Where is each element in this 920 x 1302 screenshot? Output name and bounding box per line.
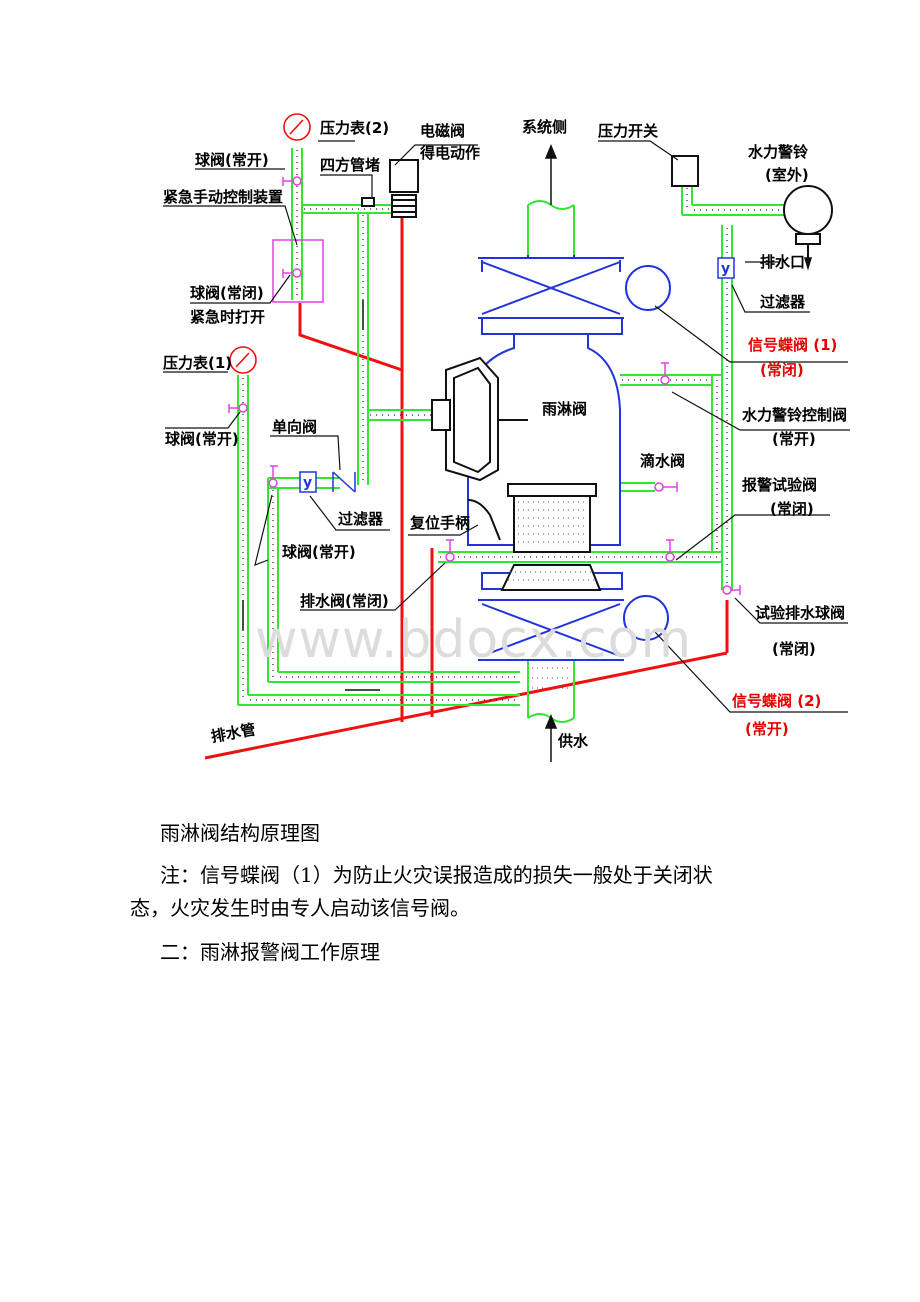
label-bell-control-valve: 水力警铃控制阀 bbox=[742, 406, 847, 424]
svg-text:y: y bbox=[721, 261, 730, 277]
pressure-switch-icon bbox=[671, 155, 699, 187]
label-reset-handle: 复位手柄 bbox=[409, 514, 470, 532]
solenoid-valve-icon bbox=[361, 159, 419, 218]
label-ball-valve-open-bottom: 球阀(常开) bbox=[282, 543, 356, 561]
label-filter-left: 过滤器 bbox=[338, 510, 384, 528]
label-solenoid-valve: 电磁阀 bbox=[420, 122, 465, 140]
label-system-side: 系统侧 bbox=[522, 118, 567, 136]
deluge-valve-diagram: y y bbox=[163, 113, 850, 762]
label-water-bell: 水力警铃 bbox=[748, 143, 809, 161]
flow-arrows bbox=[242, 144, 813, 762]
label-bell-control-state: (常开) bbox=[772, 430, 816, 448]
water-bell-icon bbox=[783, 185, 833, 262]
label-signal-valve-2-state: (常开) bbox=[745, 720, 789, 738]
label-drip-valve: 滴水阀 bbox=[640, 452, 685, 470]
label-filter-right: 过滤器 bbox=[760, 293, 806, 311]
label-ball-valve-open-left: 球阀(常开) bbox=[165, 430, 239, 448]
figure-caption: 雨淋阀结构原理图 bbox=[160, 821, 320, 845]
emergency-device-box bbox=[272, 239, 324, 303]
label-solenoid-action: 得电动作 bbox=[419, 144, 480, 162]
label-drain-pipe: 排水管 bbox=[210, 720, 257, 746]
label-emergency-open: 紧急时打开 bbox=[190, 308, 265, 326]
label-signal-valve-2: 信号蝶阀 (2) bbox=[732, 692, 821, 710]
label-drain-valve: 排水阀(常闭) bbox=[300, 592, 389, 610]
label-outdoor: (室外) bbox=[765, 166, 809, 184]
note-line-1: 注：信号蝶阀（1）为防止火灾误报造成的损失一般处于关闭状 bbox=[160, 863, 713, 887]
pipe-dots bbox=[242, 150, 783, 701]
green-pipe-network bbox=[237, 148, 785, 723]
label-ball-valve-open-top: 球阀(常开) bbox=[195, 151, 269, 169]
label-drain-outlet: 排水口 bbox=[760, 253, 805, 271]
label-water-supply: 供水 bbox=[557, 732, 589, 750]
label-ball-valve-closed: 球阀(常闭) bbox=[190, 284, 264, 302]
svg-text:y: y bbox=[303, 475, 312, 491]
label-test-drain-state: (常闭) bbox=[772, 640, 816, 658]
label-signal-valve-1: 信号蝶阀 (1) bbox=[748, 336, 837, 354]
leader-lines bbox=[163, 140, 850, 713]
section-heading: 二：雨淋报警阀工作原理 bbox=[160, 940, 380, 964]
label-emergency-device: 紧急手动控制装置 bbox=[163, 188, 283, 206]
label-alarm-test-valve: 报警试验阀 bbox=[742, 476, 817, 494]
diagram-labels: 系统侧 压力表(2) 电磁阀 得电动作 压力开关 水力警铃 (室外) 球阀(常开… bbox=[163, 118, 847, 750]
label-alarm-test-state: (常闭) bbox=[770, 500, 814, 518]
label-four-way-plug: 四方管堵 bbox=[320, 156, 380, 174]
valve-internals bbox=[431, 356, 602, 591]
watermark: www.bdocx.com bbox=[255, 610, 693, 670]
seat-dots bbox=[508, 501, 596, 689]
label-test-drain-valve: 试验排水球阀 bbox=[755, 604, 845, 622]
note-line-2: 态，火灾发生时由专人启动该信号阀。 bbox=[130, 896, 470, 920]
valve-markers bbox=[228, 176, 741, 595]
label-pressure-gauge-1: 压力表(1) bbox=[163, 354, 232, 372]
filter-icons: y y bbox=[299, 257, 735, 493]
pressure-gauges bbox=[229, 113, 311, 374]
label-deluge-valve: 雨淋阀 bbox=[542, 400, 587, 418]
label-pressure-gauge-2: 压力表(2) bbox=[320, 119, 389, 137]
label-pressure-switch: 压力开关 bbox=[598, 122, 658, 140]
label-signal-valve-1-state: (常闭) bbox=[760, 361, 804, 379]
label-check-valve: 单向阀 bbox=[272, 418, 317, 436]
check-valve-icon bbox=[332, 471, 356, 493]
